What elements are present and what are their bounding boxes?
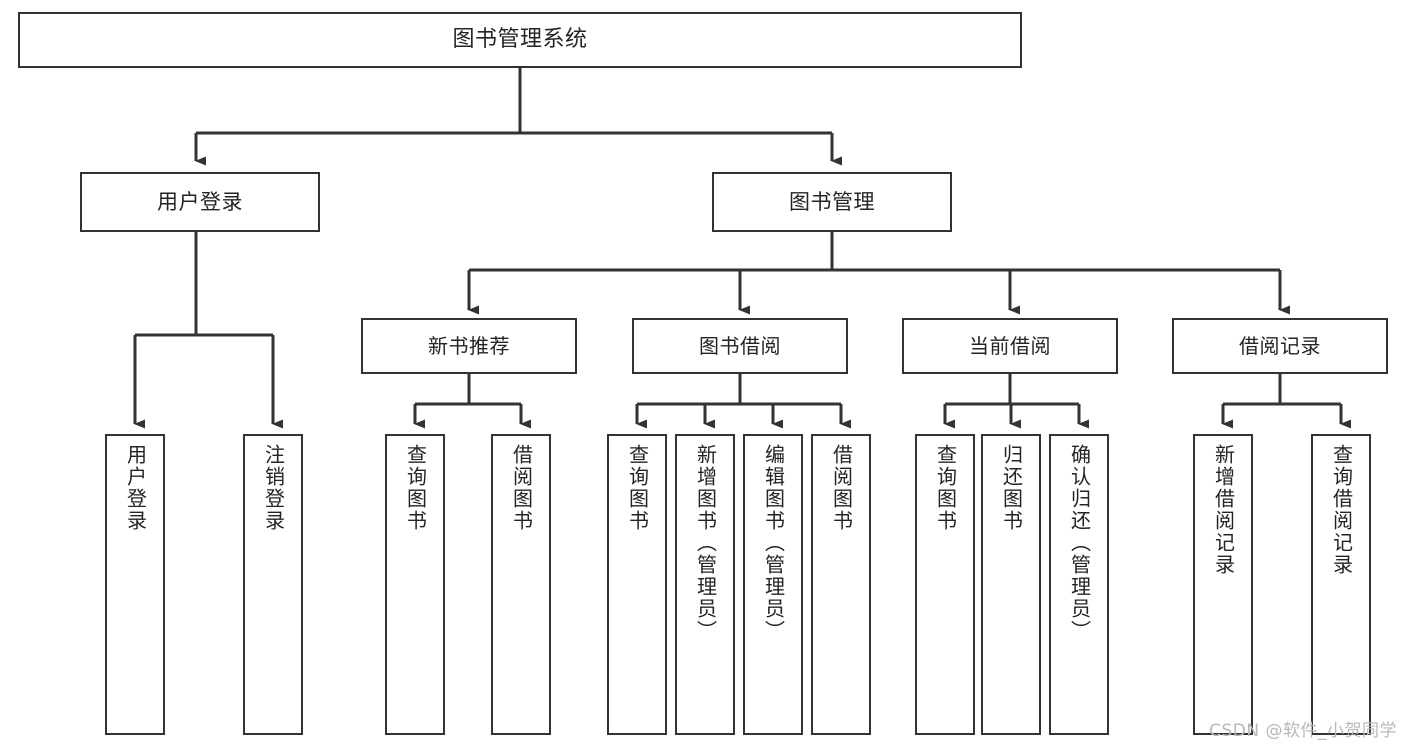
leaf-borrow-record-add-record[interactable]: 新增借阅记录 <box>1193 434 1253 735</box>
leaf-new-book-borrow-book[interactable]: 借阅图书 <box>491 434 551 735</box>
leaf-current-borrow-return-book[interactable]: 归还图书 <box>981 434 1041 735</box>
csdn-watermark: CSDN @软件_小贺同学 <box>1209 721 1397 741</box>
node-label: 用户登录 <box>123 444 148 532</box>
leaf-new-book-query-book[interactable]: 查询图书 <box>385 434 445 735</box>
node-label: 当前借阅 <box>969 333 1051 358</box>
node-current-borrow[interactable]: 当前借阅 <box>902 318 1118 374</box>
node-label: 归还图书 <box>999 444 1024 532</box>
node-label: 用户登录 <box>157 189 243 214</box>
node-user-login[interactable]: 用户登录 <box>80 172 320 232</box>
node-borrow-record[interactable]: 借阅记录 <box>1172 318 1388 374</box>
leaf-current-borrow-confirm-return-admin[interactable]: 确认归还（管理员） <box>1049 434 1109 735</box>
leaf-book-borrow-borrow-book[interactable]: 借阅图书 <box>811 434 871 735</box>
leaf-current-borrow-query-book[interactable]: 查询图书 <box>915 434 975 735</box>
leaf-user-login-logout[interactable]: 注销登录 <box>243 434 303 735</box>
node-label: 新增借阅记录 <box>1211 444 1236 576</box>
node-root-book-management-system[interactable]: 图书管理系统 <box>18 12 1022 68</box>
leaf-borrow-record-query-record[interactable]: 查询借阅记录 <box>1311 434 1371 735</box>
node-label: 借阅图书 <box>509 444 534 532</box>
node-book-management[interactable]: 图书管理 <box>712 172 952 232</box>
node-new-book-recommend[interactable]: 新书推荐 <box>361 318 577 374</box>
node-label: 查询借阅记录 <box>1329 444 1354 576</box>
node-label: 查询图书 <box>625 444 650 532</box>
node-label: 查询图书 <box>403 444 428 532</box>
node-label: 确认归还（管理员） <box>1067 444 1092 642</box>
node-book-borrow[interactable]: 图书借阅 <box>632 318 848 374</box>
node-label: 图书借阅 <box>699 333 781 358</box>
node-label: 查询图书 <box>933 444 958 532</box>
node-label: 新增图书（管理员） <box>693 444 718 642</box>
node-label: 编辑图书（管理员） <box>761 444 786 642</box>
node-label: 借阅记录 <box>1239 333 1321 358</box>
leaf-book-borrow-add-book-admin[interactable]: 新增图书（管理员） <box>675 434 735 735</box>
node-label: 注销登录 <box>261 444 286 532</box>
node-label: 新书推荐 <box>428 333 510 358</box>
node-label: 图书管理系统 <box>452 27 588 53</box>
node-label: 借阅图书 <box>829 444 854 532</box>
leaf-book-borrow-edit-book-admin[interactable]: 编辑图书（管理员） <box>743 434 803 735</box>
leaf-user-login-login[interactable]: 用户登录 <box>105 434 165 735</box>
leaf-book-borrow-query-book[interactable]: 查询图书 <box>607 434 667 735</box>
node-label: 图书管理 <box>789 189 875 214</box>
